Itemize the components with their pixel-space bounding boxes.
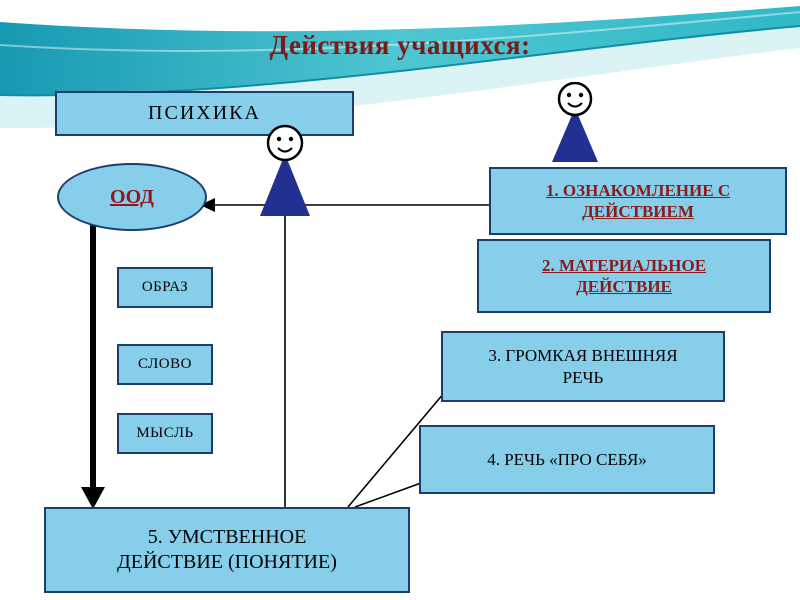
- step-4-box: 4. РЕЧЬ «ПРО СЕБЯ»: [419, 425, 715, 494]
- step-2-line-2: ДЕЙСТВИЕ: [576, 277, 672, 296]
- step-2-box: 2. МАТЕРИАЛЬНОЕ ДЕЙСТВИЕ: [477, 239, 771, 313]
- step-2-line-1: 2. МАТЕРИАЛЬНОЕ: [541, 255, 707, 275]
- slovo-label: СЛОВО: [138, 356, 192, 373]
- ood-ellipse: ООД: [57, 163, 207, 231]
- obraz-box: ОБРАЗ: [117, 267, 213, 308]
- result-box: 5. УМСТВЕННОЕ ДЕЙСТВИЕ (ПОНЯТИЕ): [44, 507, 410, 593]
- step-4-line-1: 4. РЕЧЬ «ПРО СЕБЯ»: [487, 449, 647, 469]
- step-3-line-1: 3. ГРОМКАЯ ВНЕШНЯЯ: [488, 346, 678, 366]
- step-1-box: 1. ОЗНАКОМЛЕНИЕ С ДЕЙСТВИЕМ: [489, 167, 787, 235]
- mysl-box: МЫСЛЬ: [117, 413, 213, 454]
- mysl-label: МЫСЛЬ: [136, 425, 194, 442]
- student-figure-icon: [260, 124, 310, 216]
- slovo-box: СЛОВО: [117, 344, 213, 385]
- step-1-line-2: ДЕЙСТВИЕМ: [582, 202, 694, 221]
- step-3-box: 3. ГРОМКАЯ ВНЕШНЯЯ РЕЧЬ: [441, 331, 725, 402]
- obraz-label: ОБРАЗ: [141, 279, 189, 296]
- result-to-step4-line: [354, 482, 422, 508]
- slide-title: Действия учащихся:: [269, 30, 531, 60]
- psyche-box: ПСИХИКА: [55, 91, 354, 136]
- ood-label: ООД: [110, 185, 154, 208]
- student-figure-icon: [552, 82, 598, 162]
- result-line-2: ДЕЙСТВИЕ (ПОНЯТИЕ): [117, 551, 337, 573]
- result-line-1: 5. УМСТВЕННОЕ: [147, 526, 307, 548]
- ood-down-arrowhead: [81, 487, 105, 509]
- step-1-line-1: 1. ОЗНАКОМЛЕНИЕ С: [545, 180, 731, 200]
- psyche-label: ПСИХИКА: [148, 102, 261, 124]
- step-3-line-2: РЕЧЬ: [562, 367, 604, 387]
